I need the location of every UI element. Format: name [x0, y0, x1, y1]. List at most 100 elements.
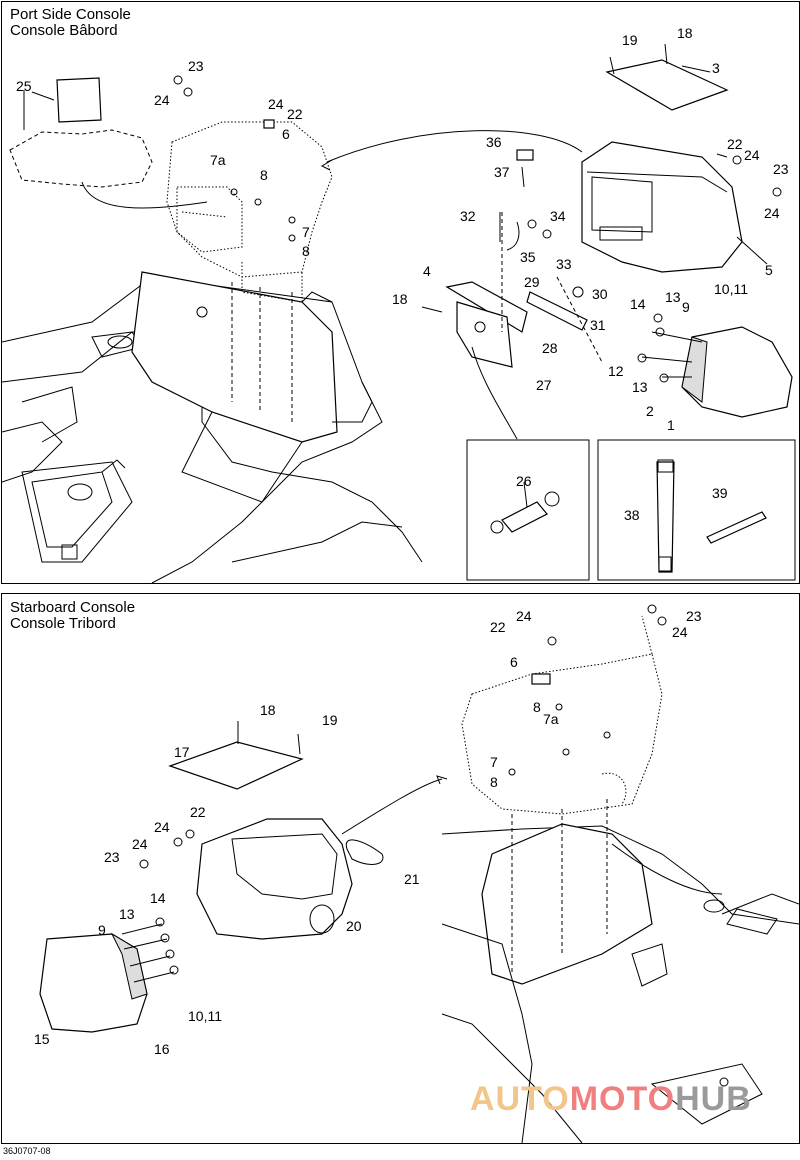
callout-7a: 7a — [543, 711, 559, 727]
wrench-part-38 — [656, 459, 675, 573]
callout-32: 32 — [460, 208, 476, 224]
watermark-logo: AUTOMOTOHUB — [470, 1080, 752, 1119]
callout-27: 27 — [536, 377, 552, 393]
callouts-bottom: 24 23 24 22 6 8 7a 7 8 18 19 17 22 24 24… — [34, 608, 702, 1057]
rod-part-39 — [706, 511, 767, 544]
callout-38: 38 — [624, 507, 640, 523]
callout-14: 14 — [630, 296, 646, 312]
port-console-shell-ghost — [166, 121, 333, 303]
callout-2: 2 — [646, 403, 654, 419]
hull-outline — [441, 799, 799, 1143]
watermark-part-moto: MOTO — [569, 1080, 676, 1118]
callout-23: 23 — [686, 608, 702, 624]
inset-box-fitting — [466, 439, 590, 581]
port-side-console-panel: Port Side Console Console Bâbord — [1, 1, 800, 584]
callout-10-11: 10,11 — [188, 1008, 222, 1024]
callout-28: 28 — [542, 340, 558, 356]
callouts-top: 25 23 24 24 22 6 7a 8 7 8 19 18 3 36 22 … — [16, 25, 789, 523]
callout-37: 37 — [494, 164, 510, 180]
callout-19: 19 — [322, 712, 338, 728]
console-part-5 — [320, 130, 768, 273]
callout-31: 31 — [590, 317, 606, 333]
callout-13: 13 — [632, 379, 648, 395]
housing-part-1 — [641, 326, 793, 418]
callout-6: 6 — [510, 654, 518, 670]
callout-10-11: 10,11 — [714, 281, 748, 297]
callout-20: 20 — [346, 918, 362, 934]
callout-15: 15 — [34, 1031, 50, 1047]
panel-title-fr: Console Bâbord — [10, 22, 118, 39]
callout-7: 7 — [490, 754, 498, 770]
cover-part-3 — [605, 43, 729, 111]
fitting-part-26 — [490, 481, 560, 534]
callout-7a: 7a — [210, 152, 226, 168]
callout-22: 22 — [190, 804, 206, 820]
callout-8: 8 — [490, 774, 498, 790]
callout-8: 8 — [302, 243, 310, 259]
callout-1: 1 — [667, 417, 675, 433]
seat-pad-part-25 — [9, 77, 208, 209]
fastener-group-top — [173, 75, 782, 383]
callout-18: 18 — [392, 291, 408, 307]
panel-title-en: Port Side Console — [10, 6, 131, 23]
callout-34: 34 — [550, 208, 566, 224]
callout-9: 9 — [98, 922, 106, 938]
seal-part-21 — [345, 839, 384, 865]
callout-24: 24 — [672, 624, 688, 640]
switch-plate-part-4 — [421, 281, 528, 440]
callout-26: 26 — [516, 473, 532, 489]
callout-5: 5 — [765, 262, 773, 278]
callout-16: 16 — [154, 1041, 170, 1057]
callout-14: 14 — [150, 890, 166, 906]
callout-8: 8 — [260, 167, 268, 183]
bracket-part-28 — [501, 212, 603, 363]
callout-22: 22 — [727, 136, 743, 152]
port-console-exploded-diagram — [2, 43, 796, 583]
callout-4: 4 — [423, 263, 431, 279]
callout-17: 17 — [174, 744, 190, 760]
callout-39: 39 — [712, 485, 728, 501]
callout-35: 35 — [520, 249, 536, 265]
housing-part-15 — [39, 923, 175, 1033]
callout-24: 24 — [268, 96, 284, 112]
callout-8: 8 — [533, 699, 541, 715]
callout-30: 30 — [592, 286, 608, 302]
inset-box-tools — [597, 439, 796, 581]
callout-3: 3 — [712, 60, 720, 76]
callout-22: 22 — [490, 619, 506, 635]
starboard-console-shell-ghost — [461, 615, 663, 815]
callout-24: 24 — [154, 819, 170, 835]
callout-18: 18 — [677, 25, 693, 41]
callout-23: 23 — [773, 161, 789, 177]
callout-24: 24 — [764, 205, 780, 221]
document-reference: 36J0707-08 — [3, 1146, 51, 1156]
callout-36: 36 — [486, 134, 502, 150]
callout-13: 13 — [119, 906, 135, 922]
starboard-console-exploded-diagram — [39, 604, 799, 1143]
callout-24: 24 — [132, 836, 148, 852]
cover-part-17 — [168, 721, 304, 790]
callout-22: 22 — [287, 106, 303, 122]
callout-19: 19 — [622, 32, 638, 48]
callout-24: 24 — [744, 147, 760, 163]
callout-33: 33 — [556, 256, 572, 272]
callout-12: 12 — [608, 363, 624, 379]
callout-25: 25 — [16, 78, 32, 94]
watermark-part-hub: HUB — [675, 1080, 752, 1118]
callout-7: 7 — [302, 224, 310, 240]
starboard-console-panel: Starboard Console Console Tribord — [1, 593, 800, 1144]
fastener-group-bottom — [139, 604, 667, 975]
callout-13: 13 — [665, 289, 681, 305]
callout-6: 6 — [282, 126, 290, 142]
callout-29: 29 — [524, 274, 540, 290]
hull-outline — [2, 271, 423, 583]
callout-24: 24 — [154, 92, 170, 108]
callout-21: 21 — [404, 871, 420, 887]
callout-18: 18 — [260, 702, 276, 718]
watermark-part-auto: AUTO — [470, 1080, 570, 1118]
callout-24: 24 — [516, 608, 532, 624]
panel-title-fr: Console Tribord — [10, 615, 116, 632]
console-part-20 — [196, 775, 448, 940]
panel-title-en: Starboard Console — [10, 599, 136, 616]
callout-9: 9 — [682, 299, 690, 315]
